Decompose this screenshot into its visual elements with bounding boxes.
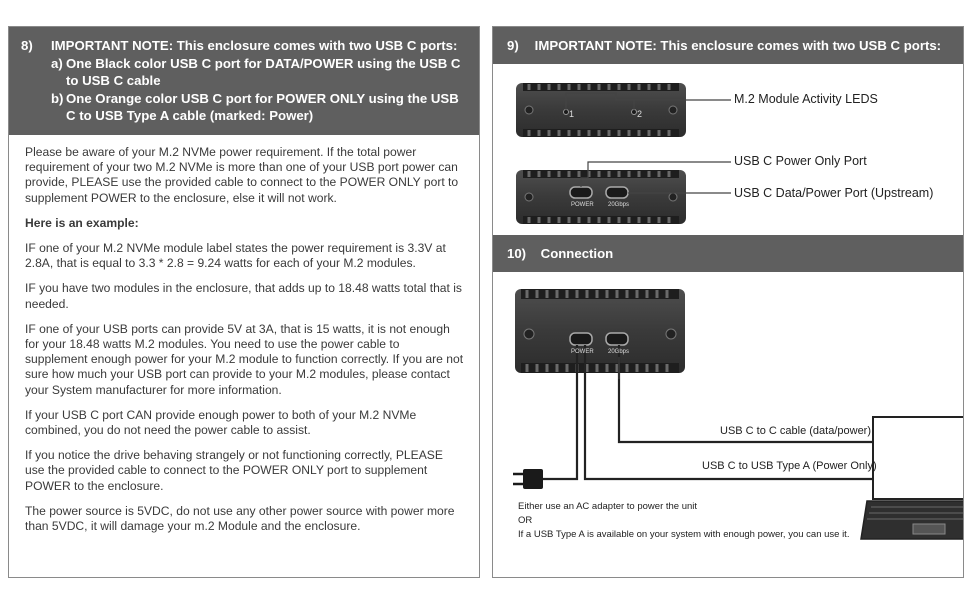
laptop-icon (860, 416, 963, 540)
illustration-canvas (513, 83, 963, 540)
data-power-callout-label: USB C Data/Power Port (Upstream) (734, 186, 934, 200)
step-number: 10) (507, 246, 527, 261)
usb-a-power-cable (583, 345, 873, 481)
led-1-label: 1 (569, 109, 575, 119)
note-title: IMPORTANT NOTE: This enclosure comes wit… (51, 38, 458, 53)
ports-connection-panel: 9) IMPORTANT NOTE: This enclosure comes … (492, 26, 964, 578)
usb-c-cable-label: USB C to C cable (data/power) (720, 425, 872, 437)
power-port-label: POWER (571, 202, 594, 208)
power-port-icon (569, 186, 593, 199)
example-heading: Here is an example: (25, 215, 139, 230)
item-a-text: One Black color USB C port for DATA/POWE… (66, 55, 461, 89)
power-port-icon (569, 332, 593, 346)
note-usb-type-a: If a USB Type A is available on your sys… (518, 529, 850, 540)
data-port-label: 20Gbps (608, 349, 630, 355)
led-2-icon (631, 109, 637, 115)
item-b-text: One Orange color USB C port for POWER ON… (66, 90, 459, 124)
paragraph-two-modules: IF you have two modules in the enclosure… (25, 281, 462, 311)
note-ac-adapter: Either use an AC adapter to power the un… (518, 501, 698, 512)
led-1-icon (563, 109, 569, 115)
paragraph-power-source: The power source is 5VDC, do not use any… (25, 503, 455, 534)
power-note-body: Please be aware of your M.2 NVMe power r… (9, 135, 479, 534)
paragraph-power-requirement: Please be aware of your M.2 NVMe power r… (25, 145, 459, 205)
paragraph-troubleshoot: If you notice the drive behaving strange… (25, 448, 443, 493)
ports-header: 9) IMPORTANT NOTE: This enclosure comes … (493, 27, 963, 64)
item-letter-b: b) (51, 90, 64, 106)
item-letter-a: a) (51, 55, 63, 71)
power-note-panel: 8) IMPORTANT NOTE: This enclosure comes … (8, 26, 480, 578)
paragraph-enough-power: If your USB C port CAN provide enough po… (25, 407, 417, 438)
led-callout-label: M.2 Module Activity LEDS (734, 92, 878, 106)
enclosure-connection-view (515, 289, 685, 373)
enclosure-led-view (516, 83, 731, 137)
note-or: OR (518, 515, 533, 526)
connection-title: Connection (540, 246, 614, 261)
power-port-label: POWER (571, 349, 594, 355)
enclosure-port-view (516, 161, 731, 224)
ac-plug-icon (513, 469, 543, 489)
connection-header: 10) Connection (493, 235, 963, 272)
led-2-label: 2 (637, 109, 643, 119)
step-number: 9) (507, 38, 519, 53)
data-port-icon (605, 186, 629, 199)
data-port-label: 20Gbps (608, 202, 630, 208)
power-only-callout-label: USB C Power Only Port (734, 154, 867, 168)
data-port-icon (605, 332, 629, 346)
power-note-header: 8) IMPORTANT NOTE: This enclosure comes … (9, 27, 479, 135)
paragraph-example: IF one of your M.2 NVMe module label sta… (25, 241, 446, 271)
usb-a-cable-label: USB C to USB Type A (Power Only) (702, 460, 877, 472)
ac-adapter-cable (543, 345, 579, 481)
ports-title: IMPORTANT NOTE: This enclosure comes wit… (534, 38, 942, 53)
step-number: 8) (21, 38, 33, 53)
paragraph-usb-port-power: IF one of your USB ports can provide 5V … (25, 321, 464, 397)
